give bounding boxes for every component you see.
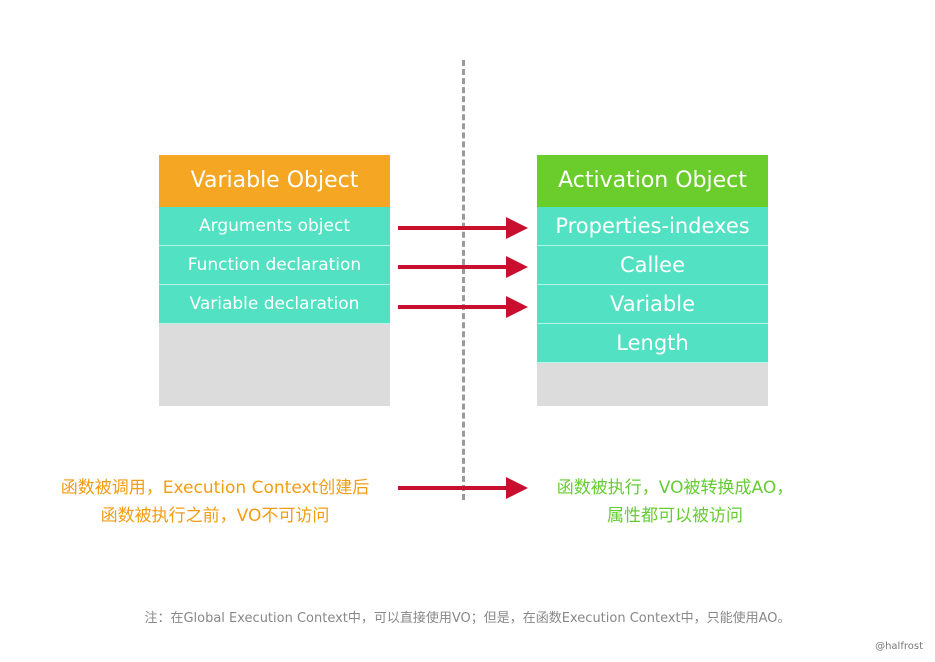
- variable-object-box: Variable Object Arguments object Functio…: [159, 155, 390, 406]
- footnote: 注：在Global Execution Context中，可以直接使用VO；但是…: [144, 611, 791, 626]
- vo-row-arguments: Arguments object: [159, 207, 390, 246]
- note-left-line2: 函数被执行之前，VO不可访问: [100, 506, 330, 526]
- note-right-line1: 函数被执行，VO被转换成AO，: [556, 478, 794, 498]
- vo-row-variable-declaration: Variable declaration: [159, 285, 390, 324]
- ao-row-callee: Callee: [537, 246, 768, 285]
- ao-row-variable: Variable: [537, 285, 768, 324]
- ao-empty-area: [537, 363, 768, 406]
- note-during-execution: 函数被执行，VO被转换成AO， 属性都可以被访问: [535, 474, 815, 530]
- activation-object-box: Activation Object Properties-indexes Cal…: [537, 155, 768, 406]
- vo-row-function-declaration: Function declaration: [159, 246, 390, 285]
- activation-object-title: Activation Object: [537, 155, 768, 207]
- center-divider: [462, 60, 465, 500]
- note-right-line2: 属性都可以被访问: [607, 506, 743, 526]
- note-left-line1: 函数被调用，Execution Context创建后: [60, 478, 370, 498]
- ao-row-length: Length: [537, 324, 768, 363]
- credit-watermark: @halfrost: [875, 641, 923, 652]
- ao-row-properties-indexes: Properties-indexes: [537, 207, 768, 246]
- vo-empty-area: [159, 324, 390, 406]
- note-before-execution: 函数被调用，Execution Context创建后 函数被执行之前，VO不可访…: [25, 474, 405, 530]
- variable-object-title: Variable Object: [159, 155, 390, 207]
